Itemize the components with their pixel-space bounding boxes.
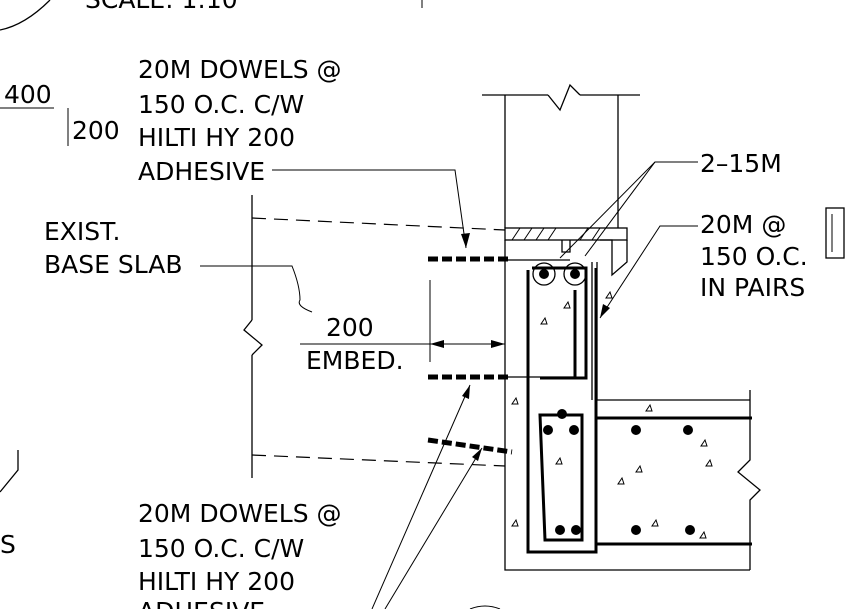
edge-marker bbox=[825, 207, 845, 259]
dowels-bottom-leader-2 bbox=[384, 447, 483, 609]
edge-s-label: S bbox=[0, 530, 16, 559]
embed-label: 200 EMBED. bbox=[306, 313, 404, 375]
svg-text:ADHESIVE: ADHESIVE bbox=[138, 597, 265, 609]
slab-bottom-dashed bbox=[251, 454, 506, 467]
svg-text:ADHESIVE: ADHESIVE bbox=[138, 157, 265, 186]
svg-text:20M DOWELS @: 20M DOWELS @ bbox=[138, 499, 342, 528]
svg-text:20M DOWELS @: 20M DOWELS @ bbox=[138, 55, 342, 84]
curb-key bbox=[561, 240, 571, 253]
wall-break bbox=[547, 83, 581, 112]
slab-top-dashed bbox=[251, 217, 506, 231]
footing-tie bbox=[538, 413, 584, 542]
dowels-bottom-arrow-1 bbox=[462, 385, 470, 399]
svg-text:150 O.C. C/W: 150 O.C. C/W bbox=[138, 534, 304, 563]
concrete-aggregate bbox=[511, 290, 713, 539]
stem-ties bbox=[532, 266, 588, 380]
dowels-top-arrow bbox=[461, 233, 470, 248]
bars-20m-label: 20M @ 150 O.C. IN PAIRS bbox=[700, 210, 808, 302]
scale-label: SCALE: 1:10 bbox=[85, 0, 238, 14]
dowels-bottom-leader-1 bbox=[371, 384, 471, 609]
bars-2-15m-leader-2 bbox=[559, 161, 656, 259]
curb-hatch bbox=[511, 227, 601, 241]
curb-nosing bbox=[600, 239, 628, 277]
bars-2-15m-label: 2–15M bbox=[700, 149, 782, 178]
svg-text:150 O.C.: 150 O.C. bbox=[700, 242, 808, 271]
dowel-bar-3 bbox=[427, 437, 513, 455]
dowels-top-leader bbox=[272, 169, 467, 249]
svg-text:200: 200 bbox=[326, 313, 374, 342]
stem-stirrup bbox=[526, 268, 598, 554]
svg-text:EMBED.: EMBED. bbox=[306, 346, 404, 375]
dim-400-label: 400 bbox=[4, 80, 52, 109]
svg-text:150 O.C. C/W: 150 O.C. C/W bbox=[138, 90, 304, 119]
embed-arrow-left bbox=[430, 340, 444, 348]
bars-20m-arrow bbox=[600, 304, 610, 318]
embed-arrow-right bbox=[491, 340, 505, 348]
svg-text:20M @: 20M @ bbox=[700, 210, 786, 239]
svg-text:BASE SLAB: BASE SLAB bbox=[44, 250, 183, 279]
svg-text:EXIST.: EXIST. bbox=[44, 217, 120, 246]
svg-text:IN PAIRS: IN PAIRS bbox=[700, 273, 805, 302]
dowels-top-label: 20M DOWELS @ 150 O.C. C/W HILTI HY 200 A… bbox=[138, 55, 342, 186]
dim-200-label: 200 bbox=[72, 116, 120, 145]
exist-slab-label: EXIST. BASE SLAB bbox=[44, 217, 183, 279]
slab-right-break bbox=[737, 390, 761, 570]
svg-text:HILTI HY 200: HILTI HY 200 bbox=[138, 123, 295, 152]
bars-20m-leader bbox=[599, 225, 698, 319]
left-edge-fragment bbox=[0, 450, 19, 493]
exist-slab-leader bbox=[200, 265, 313, 313]
dowels-bottom-label: 20M DOWELS @ 150 O.C. C/W HILTI HY 200 A… bbox=[138, 499, 342, 609]
dowels-bottom-arrow-2 bbox=[472, 448, 482, 461]
footing-outline bbox=[504, 240, 750, 571]
svg-text:HILTI HY 200: HILTI HY 200 bbox=[138, 567, 295, 596]
bottom-arc-fragment bbox=[469, 605, 501, 609]
slab-break-line bbox=[243, 319, 263, 356]
curb-cap bbox=[504, 227, 628, 241]
rebar-dots bbox=[532, 262, 695, 535]
section-callout-arc bbox=[0, 0, 51, 31]
